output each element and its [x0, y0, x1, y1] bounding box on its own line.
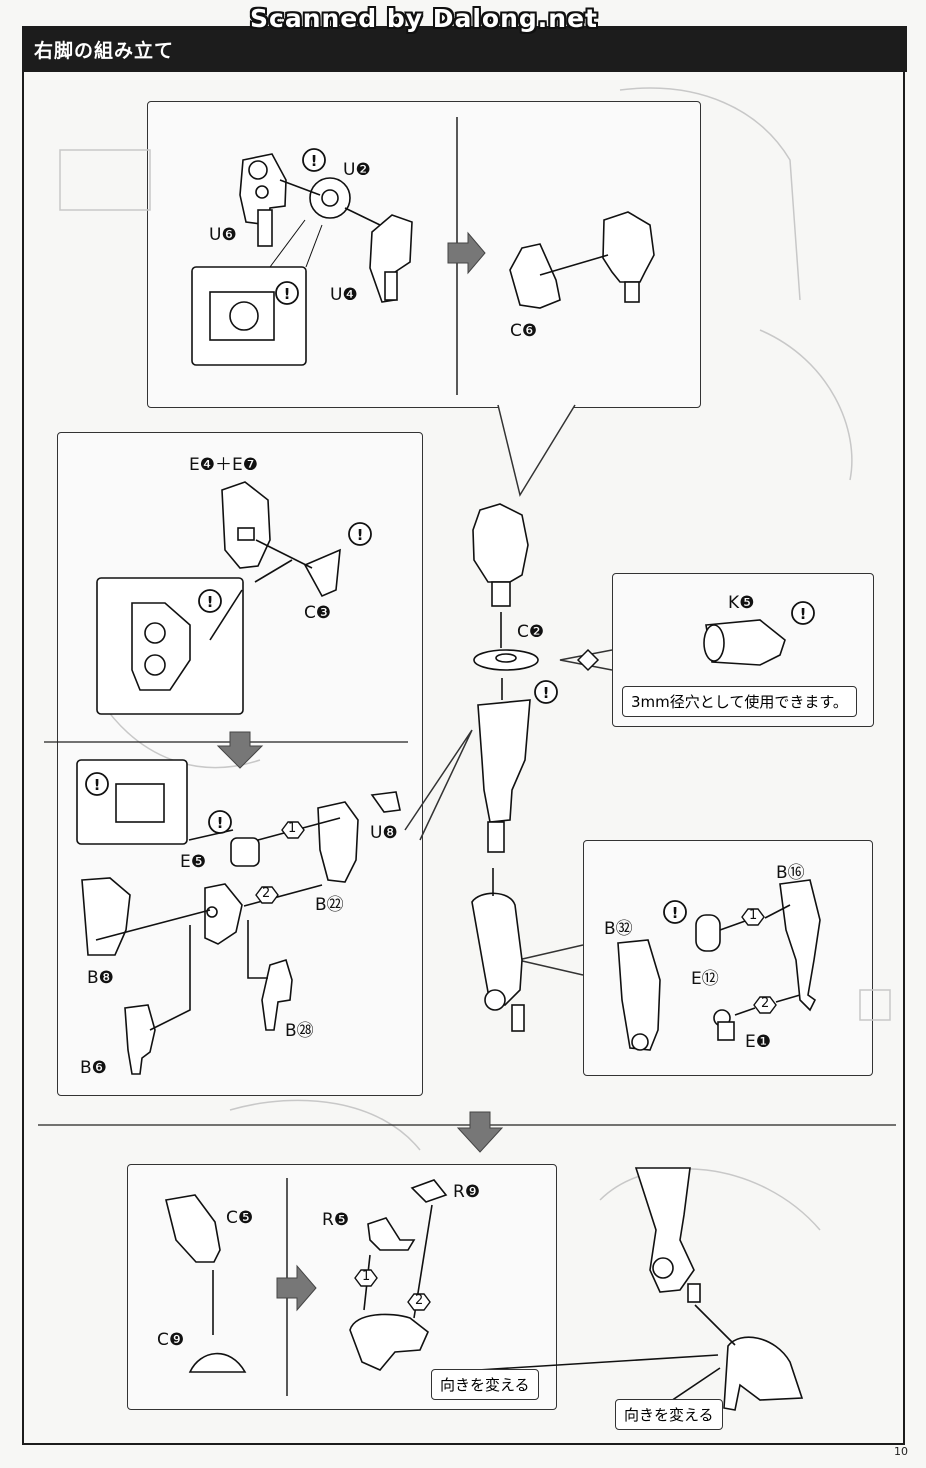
svg-text:!: !: [311, 152, 318, 170]
part-label-e4-e7: E❹＋E❼: [189, 455, 258, 475]
part-label-c6: C❻: [510, 321, 538, 341]
part-label-e1: E❶: [745, 1032, 771, 1052]
part-label-e12: E⑫: [691, 969, 719, 989]
scan-credit-watermark: Scanned by Dalong.net: [250, 4, 599, 33]
note-3mm-hole: 3mm径穴として使用できます。: [622, 686, 857, 717]
part-label-b6: B❻: [80, 1058, 107, 1078]
step-number: 1: [288, 821, 297, 836]
step-number: 1: [362, 1269, 371, 1284]
svg-text:!: !: [284, 285, 291, 303]
part-label-b16: B⑯: [776, 863, 805, 883]
part-label-r9: R❾: [453, 1182, 481, 1202]
note-change-orientation: 向きを変える: [431, 1369, 539, 1400]
part-label-c9: C❾: [157, 1330, 185, 1350]
step-number: 2: [262, 886, 271, 901]
svg-text:!: !: [94, 776, 101, 794]
step-hexagon: [255, 886, 279, 904]
svg-text:!: !: [357, 526, 364, 544]
part-label-u4: U❹: [330, 285, 358, 305]
part-label-b8: B❽: [87, 968, 114, 988]
svg-text:!: !: [672, 904, 679, 922]
part-label-c3: C❸: [304, 603, 332, 623]
section-header: 右脚の組み立て: [22, 26, 907, 72]
part-label-r5: R❺: [322, 1210, 350, 1230]
note-change-orientation: 向きを変える: [615, 1399, 723, 1430]
page-number: 10: [894, 1445, 908, 1458]
svg-text:!: !: [207, 593, 214, 611]
part-label-b22: B㉒: [315, 895, 344, 915]
step-hexagon: [354, 1269, 378, 1287]
part-label-c2: C❷: [517, 622, 545, 642]
part-label-k5: K❺: [728, 593, 755, 613]
step-hexagon: [407, 1293, 431, 1311]
warning-marks: [85, 148, 815, 924]
svg-text:!: !: [800, 605, 807, 623]
step-hexagon: [281, 821, 305, 839]
section-title: 右脚の組み立て: [34, 40, 175, 62]
part-label-e5: E❺: [180, 852, 206, 872]
step-hexagon: [741, 908, 765, 926]
step-hexagon: [753, 996, 777, 1014]
background-ghost-lines: [59, 87, 891, 1231]
svg-text:!: !: [217, 814, 224, 832]
step-number: 1: [749, 908, 758, 923]
part-label-b28: B㉘: [285, 1021, 314, 1041]
part-label-b32: B㉜: [604, 919, 633, 939]
part-label-u8: U❽: [370, 823, 398, 843]
step-number: 2: [415, 1293, 424, 1308]
step-number: 2: [761, 996, 770, 1011]
svg-text:!: !: [543, 684, 550, 702]
part-label-u6: U❻: [209, 225, 237, 245]
part-label-u2: U❷: [343, 160, 371, 180]
part-label-c5: C❺: [226, 1208, 254, 1228]
